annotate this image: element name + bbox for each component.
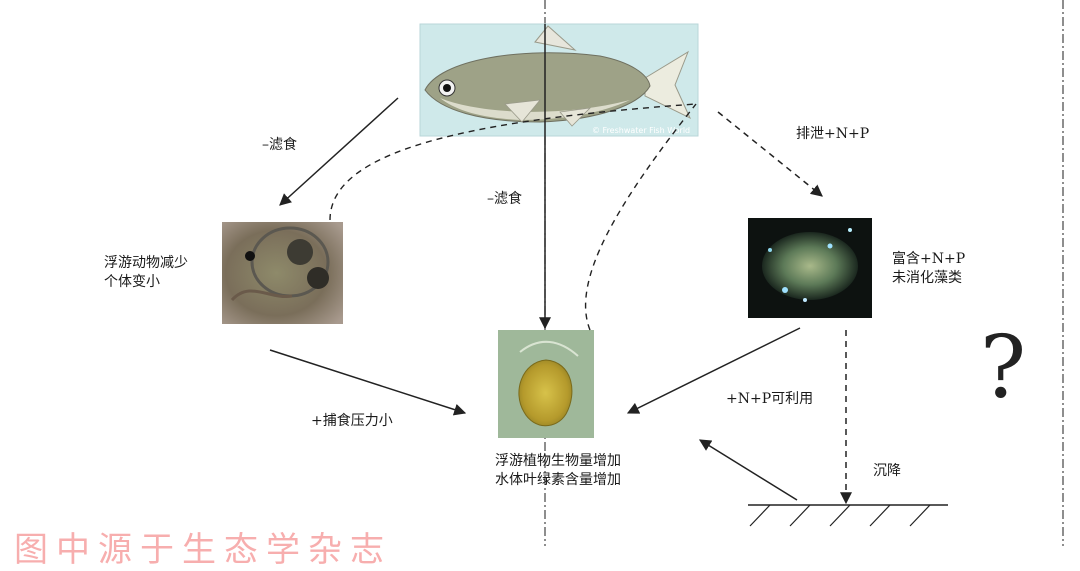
source-watermark: 图中源于生态学杂志 [14, 530, 392, 570]
label-chlorophyll: 水体叶绿素含量增加 [495, 472, 621, 488]
arrow-zooplankton-to-phytoplankton [269, 349, 467, 416]
fish-image: © Freshwater Fish World [419, 23, 699, 137]
label-sedimentation: 沉降 [873, 463, 901, 479]
label-rich-np: 富含+N+P [892, 251, 966, 267]
arrow-algae-to-phytoplankton [626, 327, 801, 414]
fish-credit: © Freshwater Fish World [592, 126, 690, 135]
sediment-ground [748, 504, 948, 527]
phytoplankton-image [498, 330, 594, 438]
dashed-curve-phytoplankton-feedback [585, 103, 697, 331]
label-filter-feeding-center: –滤食 [487, 191, 522, 207]
label-excretion: 排泄+N+P [796, 126, 870, 142]
dashed-curve-zooplankton-feedback [329, 103, 697, 221]
label-undigested-algae: 未消化藻类 [892, 270, 962, 286]
arrow-fish-excretion [717, 111, 823, 197]
arrow-fish-to-zooplankton [279, 97, 399, 206]
label-zooplankton-reduced: 浮游动物减少 [104, 255, 188, 271]
label-np-available: +N+P可利用 [726, 391, 814, 407]
label-zooplankton-smaller: 个体变小 [104, 274, 160, 290]
label-predation-pressure: +捕食压力小 [311, 413, 393, 429]
arrow-sediment-to-phytoplankton [698, 439, 798, 501]
food-web-diagram: © Freshwater Fish World [222, 0, 1064, 546]
undigested-algae-image [748, 218, 872, 318]
label-filter-feeding-left: –滤食 [262, 137, 297, 153]
zooplankton-image [222, 222, 343, 324]
label-phytoplankton-biomass: 浮游植物生物量增加 [495, 453, 621, 469]
question-mark: ? [980, 318, 1027, 418]
